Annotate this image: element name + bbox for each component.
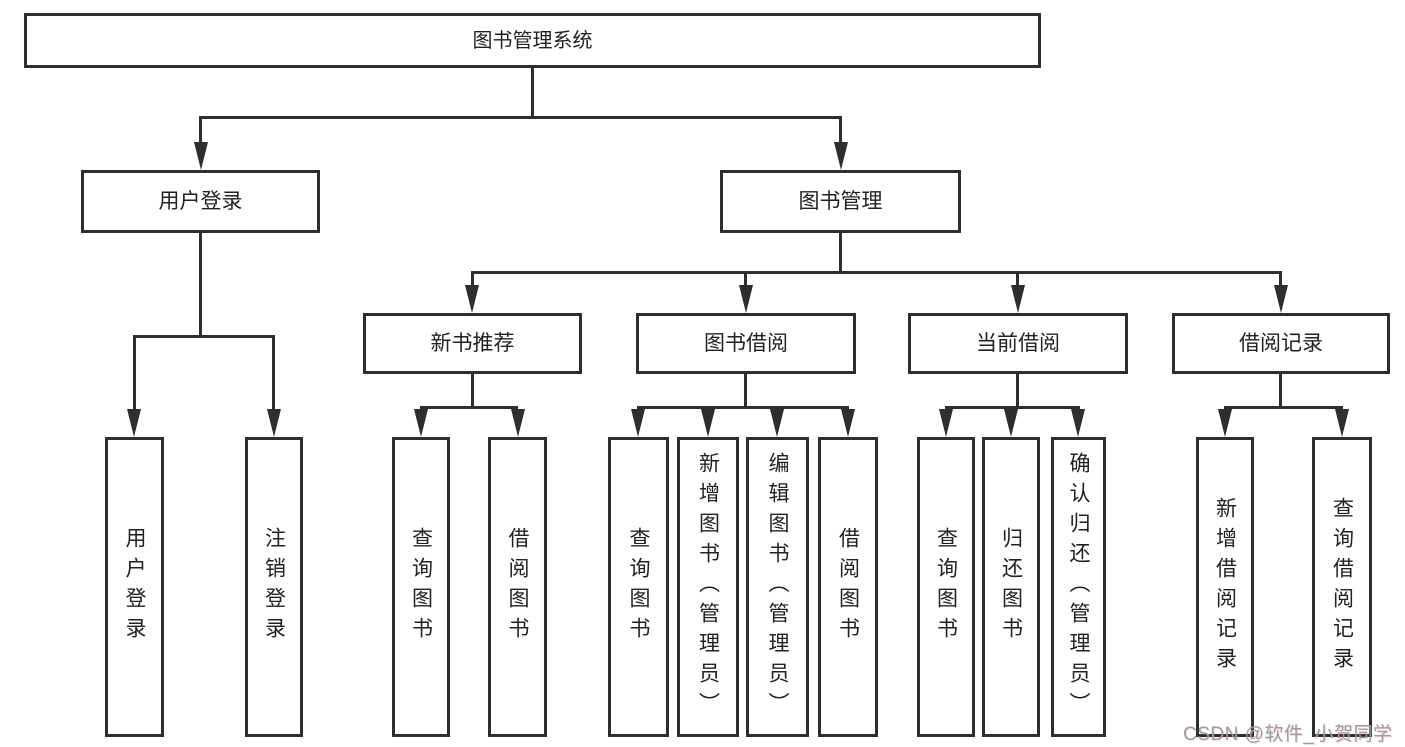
connector-arrowhead bbox=[1274, 285, 1288, 313]
connector-line bbox=[839, 117, 842, 145]
node-current-borrow: 当前借阅 bbox=[908, 313, 1128, 374]
connector-arrowhead bbox=[267, 409, 281, 437]
connector-arrowhead bbox=[1071, 409, 1085, 437]
connector-line bbox=[471, 374, 474, 407]
connector-arrowhead bbox=[194, 142, 208, 170]
connector-line bbox=[199, 116, 842, 119]
connector-line bbox=[744, 374, 747, 407]
connector-arrowhead bbox=[1335, 409, 1349, 437]
leaf-add-borrow-record: 新增借阅记录 bbox=[1196, 437, 1254, 737]
node-new-book-recommend: 新书推荐 bbox=[363, 313, 582, 374]
node-borrow-records: 借阅记录 bbox=[1172, 313, 1390, 374]
connector-line bbox=[1279, 272, 1282, 287]
connector-line bbox=[839, 233, 842, 273]
connector-line bbox=[1016, 272, 1019, 287]
node-user-login-branch: 用户登录 bbox=[81, 170, 320, 233]
connector-arrowhead bbox=[739, 285, 753, 313]
connector-line bbox=[1279, 374, 1282, 407]
connector-line bbox=[199, 233, 202, 336]
connector-line bbox=[272, 336, 275, 411]
leaf-query-books: 查询图书 bbox=[608, 437, 669, 737]
connector-line bbox=[1224, 406, 1343, 409]
leaf-logout: 注销登录 bbox=[245, 437, 303, 737]
leaf-borrow-books: 借阅图书 bbox=[488, 437, 547, 737]
leaf-query-books: 查询图书 bbox=[917, 437, 975, 737]
leaf-query-borrow-record: 查询借阅记录 bbox=[1312, 437, 1372, 737]
connector-arrowhead bbox=[834, 142, 848, 170]
node-root: 图书管理系统 bbox=[24, 13, 1041, 68]
connector-line bbox=[531, 67, 534, 117]
leaf-edit-book-admin: 编辑图书（管理员） bbox=[746, 437, 809, 737]
connector-arrowhead bbox=[631, 409, 645, 437]
leaf-query-books: 查询图书 bbox=[392, 437, 450, 737]
connector-line bbox=[471, 271, 1282, 274]
connector-arrowhead bbox=[770, 409, 784, 437]
connector-line bbox=[133, 336, 136, 411]
leaf-borrow-books: 借阅图书 bbox=[818, 437, 878, 737]
connector-arrowhead bbox=[841, 409, 855, 437]
connector-line bbox=[420, 406, 518, 409]
connector-line bbox=[199, 117, 202, 145]
connector-line bbox=[744, 272, 747, 287]
csdn-watermark: CSDN @软件_小贺同学 bbox=[1183, 724, 1393, 745]
connector-arrowhead bbox=[701, 409, 715, 437]
leaf-user-login: 用户登录 bbox=[105, 437, 164, 737]
connector-arrowhead bbox=[939, 409, 953, 437]
connector-line bbox=[1016, 374, 1019, 407]
leaf-add-book-admin: 新增图书（管理员） bbox=[677, 437, 739, 737]
leaf-confirm-return-admin: 确认归还（管理员） bbox=[1051, 437, 1106, 737]
connector-line bbox=[637, 406, 849, 409]
node-book-borrow: 图书借阅 bbox=[636, 313, 856, 374]
connector-arrowhead bbox=[511, 409, 525, 437]
connector-arrowhead bbox=[465, 285, 479, 313]
leaf-return-book: 归还图书 bbox=[982, 437, 1040, 737]
node-book-management: 图书管理 bbox=[720, 170, 961, 233]
connector-line bbox=[945, 406, 1080, 409]
connector-arrowhead bbox=[1011, 285, 1025, 313]
connector-arrowhead bbox=[1004, 409, 1018, 437]
connector-line bbox=[133, 335, 275, 338]
connector-arrowhead bbox=[1218, 409, 1232, 437]
connector-line bbox=[471, 272, 474, 287]
connector-arrowhead bbox=[414, 409, 428, 437]
connector-arrowhead bbox=[127, 409, 141, 437]
